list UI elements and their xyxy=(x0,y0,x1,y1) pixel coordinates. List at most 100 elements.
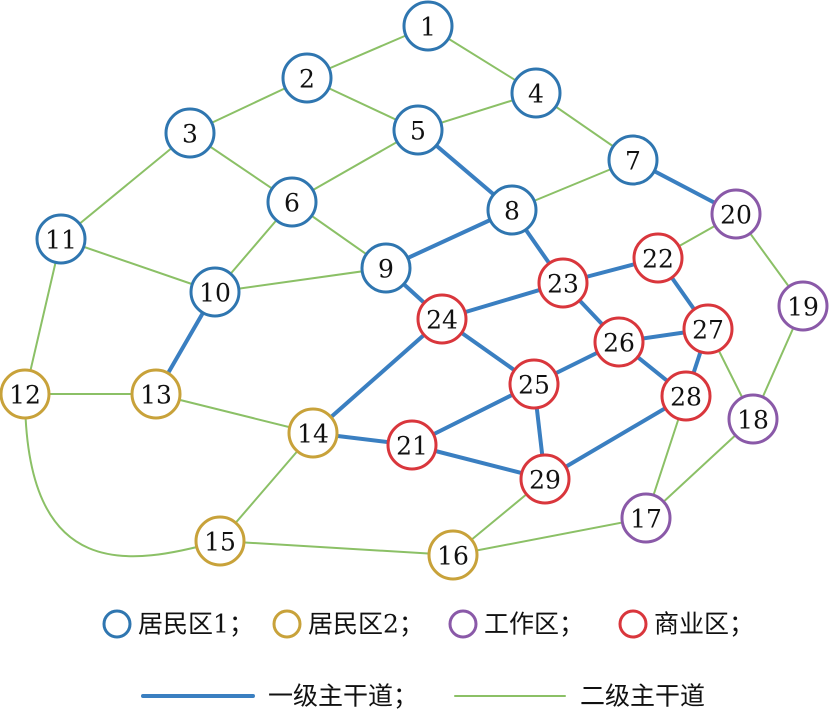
node-17-circle xyxy=(620,492,672,544)
node-8-circle xyxy=(486,184,538,236)
node-24-circle xyxy=(416,293,468,345)
node-17: 17 xyxy=(620,492,672,544)
node-9-label: 9 xyxy=(378,255,394,284)
node-2: 2 xyxy=(281,52,333,104)
node-13-label: 13 xyxy=(140,381,172,410)
node-5-label: 5 xyxy=(410,117,426,146)
node-25-label: 25 xyxy=(518,371,550,400)
node-11-label: 11 xyxy=(45,226,77,255)
legend-residential2-marker xyxy=(272,609,302,639)
node-1-circle xyxy=(402,0,454,52)
node-27-circle xyxy=(682,303,734,355)
node-29: 29 xyxy=(519,453,571,505)
node-12: 12 xyxy=(0,368,51,420)
node-7: 7 xyxy=(607,134,659,186)
node-29-circle xyxy=(519,453,571,505)
legend-residential2-label: 居民区2； xyxy=(308,610,424,639)
node-16-label: 16 xyxy=(437,542,469,571)
node-17-label: 17 xyxy=(630,505,662,534)
node-4: 4 xyxy=(510,67,562,119)
node-14-label: 14 xyxy=(297,420,329,449)
node-6-label: 6 xyxy=(284,189,300,218)
node-19-circle xyxy=(777,280,829,332)
node-10-label: 10 xyxy=(199,279,231,308)
node-21-label: 21 xyxy=(396,432,428,461)
node-5-circle xyxy=(392,104,444,156)
node-20-circle xyxy=(710,188,762,240)
secondary-road-10-9 xyxy=(214,267,387,293)
secondary-road-16-17 xyxy=(452,517,647,556)
node-3-label: 3 xyxy=(182,120,198,149)
legend-residential1-label: 居民区1； xyxy=(138,610,254,639)
legend-work-label: 工作区； xyxy=(484,610,584,639)
secondary-road-12-15 xyxy=(24,393,221,558)
node-22-circle xyxy=(632,232,684,284)
node-9: 9 xyxy=(360,242,412,294)
node-13: 13 xyxy=(130,368,182,420)
node-22-label: 22 xyxy=(642,245,674,274)
node-15-circle xyxy=(194,515,246,567)
node-29-label: 29 xyxy=(529,466,561,495)
legend-residential1-marker xyxy=(102,609,132,639)
node-16: 16 xyxy=(427,529,479,581)
legend-primary-road-label: 一级主干道； xyxy=(268,682,418,711)
node-11: 11 xyxy=(35,213,87,265)
node-24-label: 24 xyxy=(426,306,458,335)
node-1-label: 1 xyxy=(420,13,436,42)
secondary-road-3-11 xyxy=(60,132,191,240)
node-28-label: 28 xyxy=(670,383,702,412)
node-25-circle xyxy=(508,358,560,410)
node-4-label: 4 xyxy=(528,80,544,109)
node-23: 23 xyxy=(537,257,589,309)
node-21-circle xyxy=(386,419,438,471)
node-20: 20 xyxy=(710,188,762,240)
node-19: 19 xyxy=(777,280,829,332)
secondary-road-15-16 xyxy=(219,540,454,556)
node-16-circle xyxy=(427,529,479,581)
node-26: 26 xyxy=(593,316,645,368)
primary-road-29-28 xyxy=(543,394,688,481)
node-6-circle xyxy=(266,176,318,228)
node-13-circle xyxy=(130,368,182,420)
node-15-label: 15 xyxy=(204,528,236,557)
node-23-circle xyxy=(537,257,589,309)
node-3: 3 xyxy=(164,107,216,159)
node-1: 1 xyxy=(402,0,454,52)
node-26-circle xyxy=(593,316,645,368)
node-8-label: 8 xyxy=(504,197,520,226)
secondary-road-11-10 xyxy=(60,238,216,293)
node-27-label: 27 xyxy=(692,316,724,345)
node-11-circle xyxy=(35,213,87,265)
node-22: 22 xyxy=(632,232,684,284)
legend-secondary-road-label: 二级主干道 xyxy=(580,682,705,711)
node-18: 18 xyxy=(727,393,779,445)
legend: 居民区1；居民区2；工作区；商业区；一级主干道；二级主干道 xyxy=(102,609,754,711)
node-2-label: 2 xyxy=(299,65,315,94)
node-5: 5 xyxy=(392,104,444,156)
node-28-circle xyxy=(660,370,712,422)
node-4-circle xyxy=(510,67,562,119)
node-8: 8 xyxy=(486,184,538,236)
node-6: 6 xyxy=(266,176,318,228)
node-24: 24 xyxy=(416,293,468,345)
node-26-label: 26 xyxy=(603,329,635,358)
legend-work-marker xyxy=(448,609,478,639)
node-15: 15 xyxy=(194,515,246,567)
secondary-road-13-14 xyxy=(155,393,314,434)
node-3-circle xyxy=(164,107,216,159)
node-23-label: 23 xyxy=(547,270,579,299)
node-7-label: 7 xyxy=(625,147,641,176)
node-14: 14 xyxy=(287,407,339,459)
node-19-label: 19 xyxy=(787,293,819,322)
node-9-circle xyxy=(360,242,412,294)
node-12-circle xyxy=(0,368,51,420)
node-28: 28 xyxy=(660,370,712,422)
node-20-label: 20 xyxy=(720,201,752,230)
node-14-circle xyxy=(287,407,339,459)
node-18-label: 18 xyxy=(737,406,769,435)
node-12-label: 12 xyxy=(9,381,41,410)
node-2-circle xyxy=(281,52,333,104)
node-21: 21 xyxy=(386,419,438,471)
